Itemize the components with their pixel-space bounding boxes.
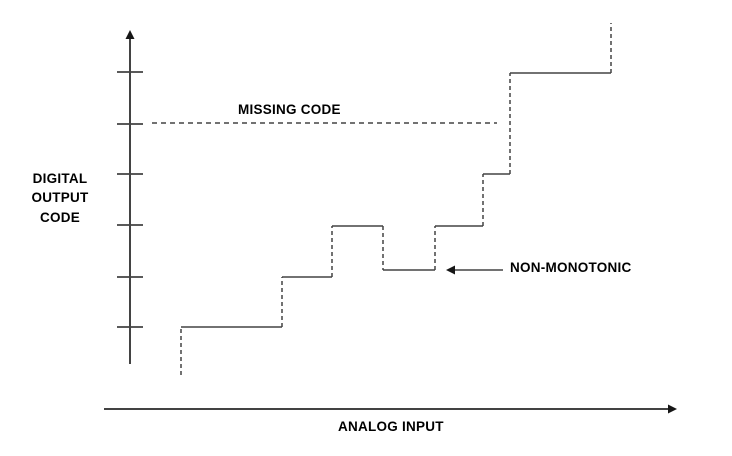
non-monotonic-label: NON-MONOTONIC — [510, 260, 632, 275]
y-axis-label: DIGITAL OUTPUT CODE — [12, 169, 108, 227]
x-axis-arrowhead-icon — [668, 404, 677, 414]
non-monotonic-arrowhead-icon — [446, 265, 455, 275]
missing-code-label: MISSING CODE — [238, 102, 341, 117]
y-axis-arrowhead-icon — [125, 30, 135, 39]
y-axis-label-line-1: DIGITAL — [32, 171, 88, 186]
y-axis-label-line-3: CODE — [39, 209, 80, 225]
x-axis-label: ANALOG INPUT — [338, 419, 444, 434]
y-axis-label-line-2: OUTPUT — [31, 190, 89, 206]
